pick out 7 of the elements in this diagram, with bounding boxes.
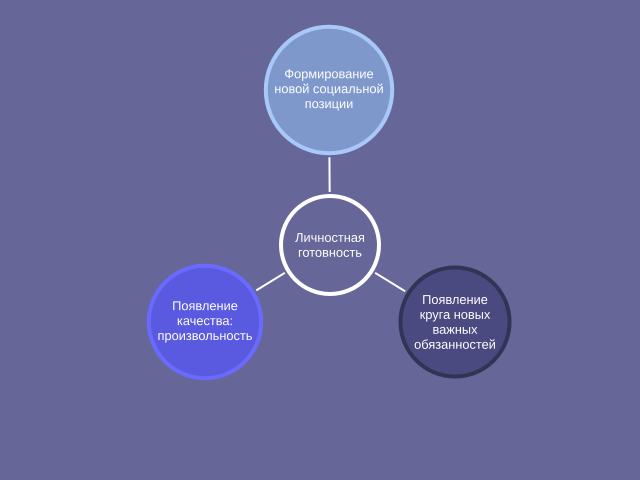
circle-node: Личностная готовность (279, 194, 381, 296)
circle-node: Появление круга новых важных обязанностей (398, 265, 512, 379)
connector-line (256, 272, 286, 292)
circle-node: Формирование новой социальной позиции (264, 24, 394, 156)
connector-line (374, 272, 406, 292)
connector-line (328, 157, 331, 192)
circle-node: Появление качества: произвольность (146, 264, 264, 380)
